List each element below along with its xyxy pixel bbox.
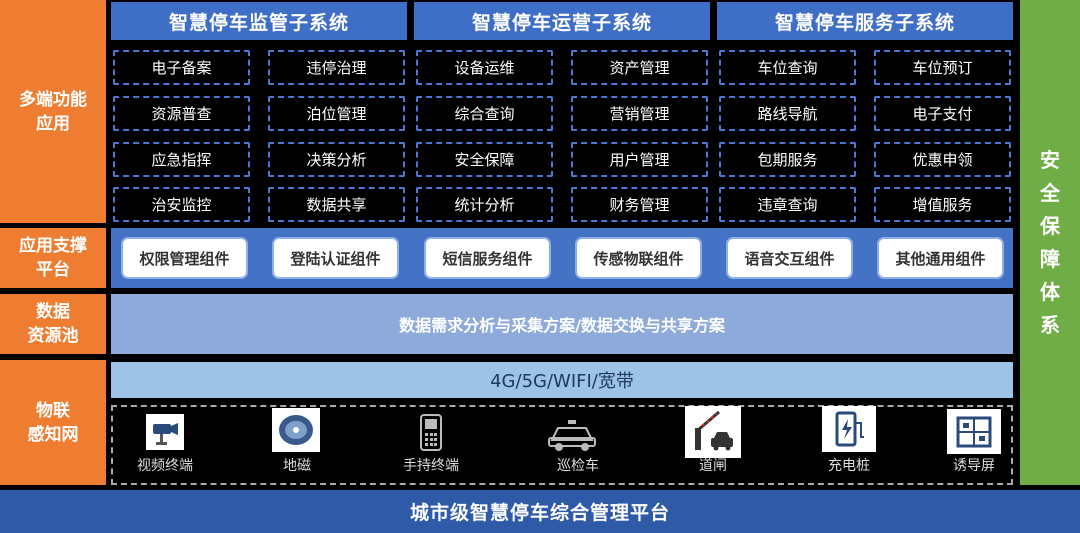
function-box: 用户管理 [571, 142, 708, 177]
function-box: 财务管理 [571, 187, 708, 222]
layer-label-data-pool: 数据资源池 [0, 294, 106, 354]
subsystem-title-operation: 智慧停车运营子系统 [414, 2, 710, 40]
component-box: 短信服务组件 [424, 237, 551, 279]
function-box: 综合查询 [416, 96, 553, 131]
component-box: 权限管理组件 [121, 237, 248, 279]
layer-label-line: 资源池 [27, 326, 79, 346]
layer-label-line: 应用 [36, 113, 70, 134]
layer-label-line: 应用支撑 [19, 236, 87, 256]
layer-label-line: 感知网 [27, 424, 79, 445]
function-box: 路线导航 [719, 96, 856, 131]
support-platform-band [111, 228, 1013, 288]
layer-label-line: 多端功能 [19, 89, 87, 110]
barrier-gate-icon [685, 406, 741, 458]
function-box: 优惠申领 [874, 142, 1011, 177]
device-label: 诱导屏 [953, 458, 995, 474]
function-box: 统计分析 [416, 187, 553, 222]
data-exchange-bar: 数据需求分析与采集方案/数据交换与共享方案 [111, 294, 1013, 354]
function-box: 安全保障 [416, 142, 553, 177]
component-box: 其他通用组件 [877, 237, 1004, 279]
device-label: 道闸 [699, 458, 727, 474]
function-box: 包期服务 [719, 142, 856, 177]
function-box: 车位预订 [874, 50, 1011, 85]
function-box: 电子支付 [874, 96, 1011, 131]
platform-title-bar: 城市级智慧停车综合管理平台 [0, 490, 1080, 533]
device-label: 视频终端 [137, 458, 193, 474]
component-box: 传感物联组件 [575, 237, 702, 279]
layer-label-multi-terminal-apps: 多端功能应用 [0, 0, 106, 223]
geomagnetic-sensor-icon [272, 408, 320, 452]
network-bar: 4G/5G/WIFI/宽带 [111, 362, 1013, 398]
device-label: 充电桩 [828, 458, 870, 474]
function-box: 违章查询 [719, 187, 856, 222]
function-box: 泊位管理 [268, 96, 405, 131]
layer-label-line: 平台 [36, 260, 70, 280]
function-box: 应急指挥 [113, 142, 250, 177]
function-box: 设备运维 [416, 50, 553, 85]
security-system-column: 安 全 保 障 体 系 [1020, 0, 1080, 485]
function-box: 电子备案 [113, 50, 250, 85]
security-char: 保 [1040, 213, 1060, 238]
function-box: 营销管理 [571, 96, 708, 131]
device-label: 地磁 [283, 458, 311, 474]
component-box: 语音交互组件 [726, 237, 853, 279]
function-box: 车位查询 [719, 50, 856, 85]
sensing-devices-area [111, 405, 1013, 485]
security-char: 体 [1040, 279, 1060, 304]
security-char: 全 [1040, 180, 1060, 205]
function-box: 治安监控 [113, 187, 250, 222]
handheld-terminal-icon [418, 414, 444, 452]
device-label: 手持终端 [403, 458, 459, 474]
security-char: 安 [1040, 147, 1060, 172]
subsystem-title-service: 智慧停车服务子系统 [717, 2, 1013, 40]
function-box: 数据共享 [268, 187, 405, 222]
layer-label-line: 数据 [36, 302, 70, 322]
function-box: 违停治理 [268, 50, 405, 85]
function-box: 增值服务 [874, 187, 1011, 222]
layer-label-line: 物联 [36, 400, 70, 421]
device-label: 巡检车 [557, 458, 599, 474]
subsystem-title-supervision: 智慧停车监管子系统 [111, 2, 407, 40]
function-box: 资产管理 [571, 50, 708, 85]
guidance-screen-icon [947, 409, 1001, 454]
function-box: 资源普查 [113, 96, 250, 131]
patrol-car-icon [546, 418, 598, 452]
security-char: 系 [1040, 312, 1060, 337]
camera-icon [146, 414, 184, 450]
function-box: 决策分析 [268, 142, 405, 177]
component-box: 登陆认证组件 [272, 237, 399, 279]
charging-pile-icon [822, 406, 876, 452]
layer-label-iot-network: 物联感知网 [0, 360, 106, 485]
layer-label-support-platform: 应用支撑平台 [0, 228, 106, 288]
security-char: 障 [1040, 246, 1060, 271]
